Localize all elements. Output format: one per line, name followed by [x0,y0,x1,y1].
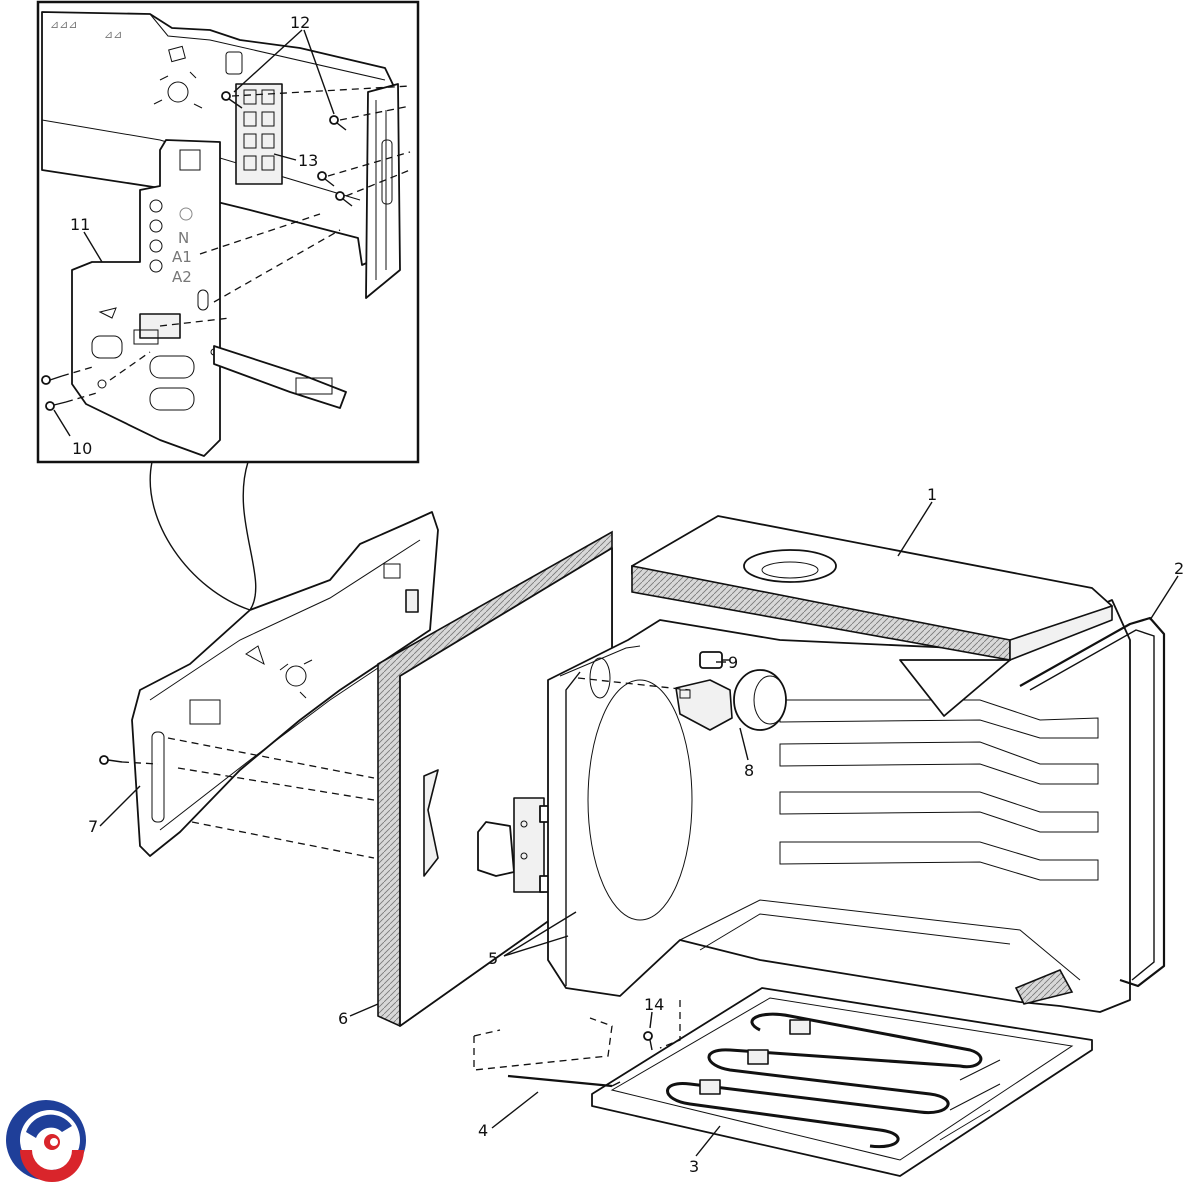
screw-icon [99,755,123,765]
detail-callout-loop [149,461,257,611]
callout-11: 11 [70,215,90,234]
terminal-label-n: N [178,229,189,247]
callout-1: 1 [927,485,937,504]
callout-5: 5 [488,949,498,968]
screw-icon [221,91,243,109]
svg-text:⊿⊿: ⊿⊿ [104,28,122,41]
oven-lamp [675,669,787,731]
svg-text:⊿⊿⊿: ⊿⊿⊿ [50,18,78,31]
screw-icon [317,171,335,187]
fan-symbol [153,71,203,109]
callout-9: 9 [728,653,738,672]
cavity-back-side [547,599,1131,1013]
terminal-label-a2: A2 [172,268,192,286]
screw-icon [329,115,347,131]
callout-3: 3 [689,1157,699,1176]
screw-icon [45,401,67,411]
terminal-label-a1: A1 [172,248,192,266]
callout-2: 2 [1174,559,1184,578]
rail-end-plate [365,83,401,299]
callout-13: 13 [298,151,318,170]
ribbon-lead [213,345,347,409]
side-bracket-assembly [99,511,439,859]
oven-cavity [547,599,1131,1013]
callout-6: 6 [338,1009,348,1028]
callout-14: 14 [644,995,664,1014]
door-hinge [477,797,563,893]
callout-12: 12 [290,13,310,32]
detail-inset: ⊿⊿⊿ ⊿⊿ [36,0,420,464]
callout-7: 7 [88,817,98,836]
side-bracket [131,511,439,857]
screw-icon [643,1031,653,1051]
element-tray [591,987,1093,1177]
lamp-holder [699,651,730,669]
top-insulation-block [631,515,1113,717]
callout-4: 4 [478,1121,488,1140]
brand-logo [6,1100,86,1182]
callout-10: 10 [72,439,92,458]
callout-leaders [53,29,1179,1157]
callout-8: 8 [744,761,754,780]
screw-icon [41,375,63,385]
door-seal [1019,616,1166,988]
sensor-probe [507,1074,613,1088]
grill-element [666,1012,983,1149]
terminal-block [235,83,283,185]
screw-icon [335,191,353,207]
